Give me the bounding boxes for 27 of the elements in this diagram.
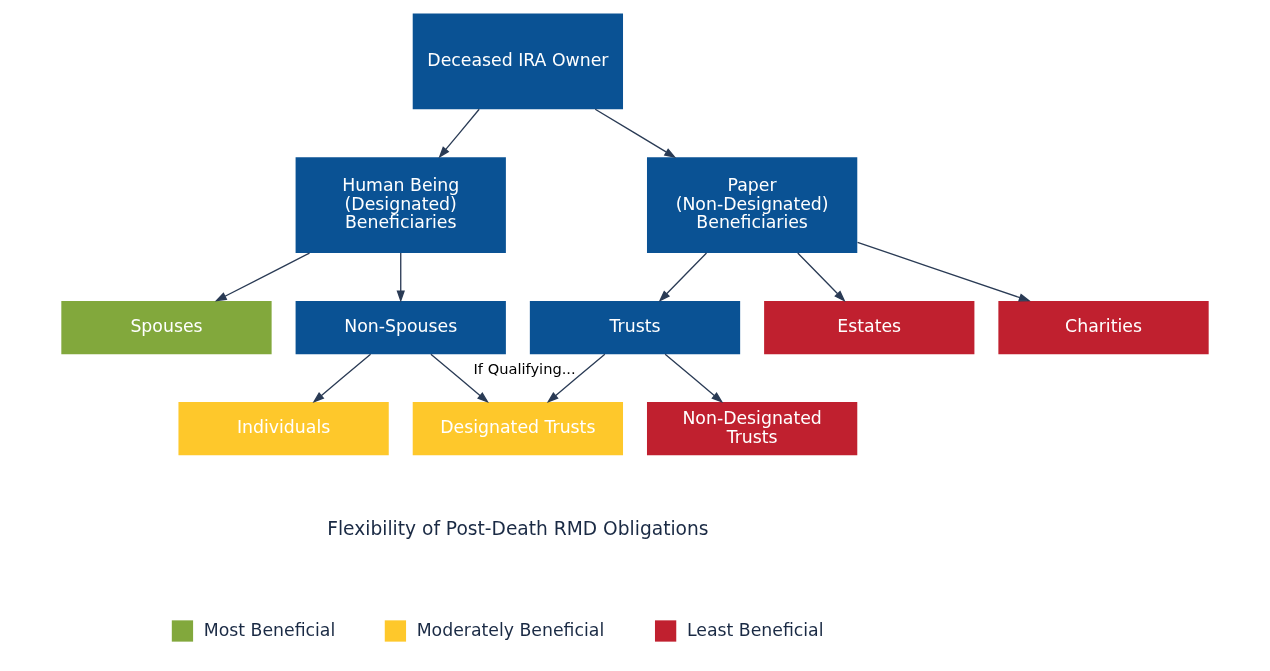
node-box: Non-Designated Trusts [647, 402, 858, 456]
edge-label: If Qualifying... [473, 359, 576, 377]
arrow [312, 353, 372, 403]
arrow [438, 108, 480, 159]
node-box: Human Being (Designated) Beneficiaries [295, 157, 506, 253]
arrow [594, 108, 677, 158]
node-box: Designated Trusts [412, 402, 623, 456]
node-box: Deceased IRA Owner [412, 13, 623, 110]
node-box: Non-Spouses [295, 300, 506, 355]
arrow [546, 353, 606, 403]
legend-label: Most Beneficial [203, 619, 336, 640]
arrow [430, 353, 489, 403]
node-box: Charities [998, 300, 1209, 355]
legend-label: Moderately Beneficial [416, 619, 605, 640]
legend-label: Least Beneficial [686, 619, 824, 640]
arrow [214, 252, 311, 302]
arrow [396, 252, 405, 303]
node-box: Individuals [178, 402, 389, 456]
arrow [797, 252, 846, 302]
label: Flexibility of Post-Death RMD Obligations [327, 517, 709, 539]
node-box: Estates [764, 300, 975, 355]
arrow [658, 252, 708, 302]
node-box: Spouses [61, 300, 272, 355]
arrow [856, 241, 1031, 302]
node-box: Paper (Non-Designated) Beneficiaries [647, 157, 858, 253]
arrow [664, 353, 724, 403]
node-box: Trusts [529, 300, 741, 355]
